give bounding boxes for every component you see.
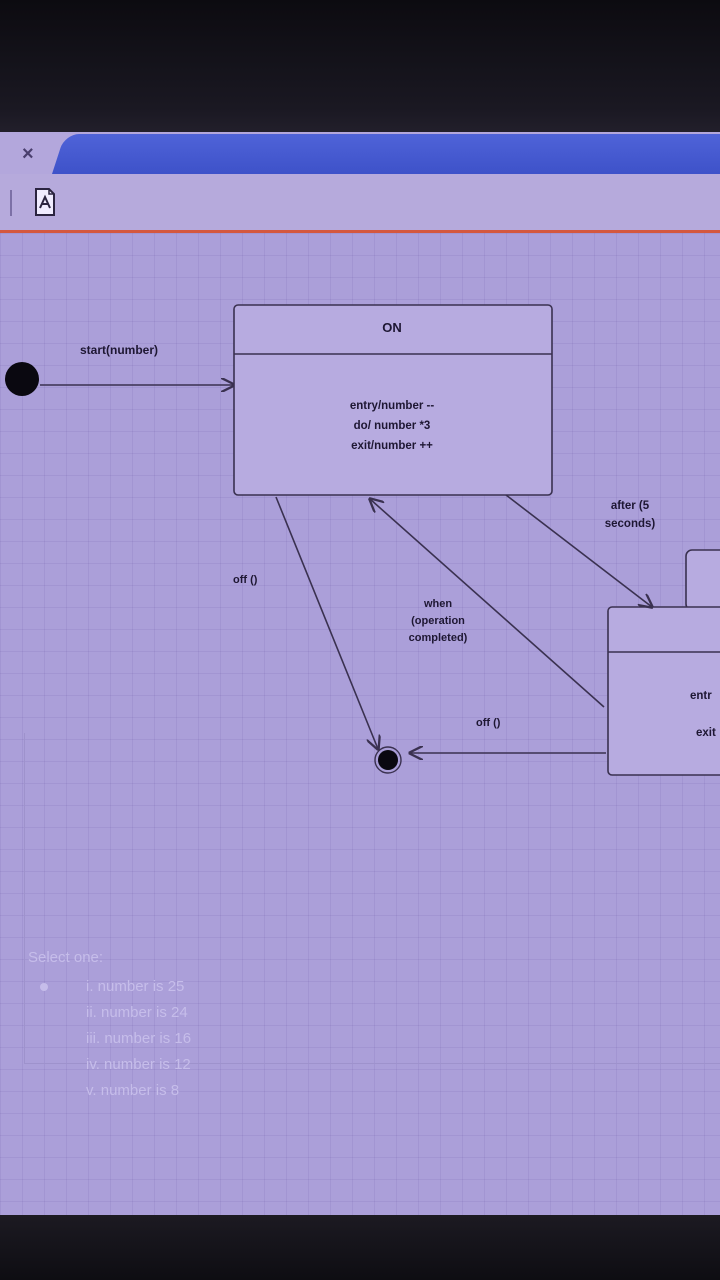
initial-state-node bbox=[5, 362, 39, 396]
answer-option-label: v. number is 8 bbox=[86, 1082, 180, 1099]
after-transition-label-line1: after (5 bbox=[611, 500, 650, 512]
radio-icon[interactable] bbox=[40, 1009, 48, 1017]
state-on-do-action: do/ number *3 bbox=[354, 420, 431, 432]
state-on-entry-action: entry/number -- bbox=[350, 400, 435, 412]
toolbar bbox=[0, 174, 720, 230]
radio-icon[interactable] bbox=[40, 1035, 48, 1043]
state-second-partial: entr exit bbox=[607, 549, 720, 776]
device-bezel-bottom bbox=[0, 1215, 720, 1280]
when-transition-arrow bbox=[370, 499, 605, 708]
when-transition-label-line2: (operation bbox=[411, 615, 465, 627]
state-second-exit-action: exit bbox=[696, 727, 716, 739]
question-card-border bbox=[24, 733, 720, 1064]
after-transition-arrow bbox=[505, 494, 652, 607]
device-bezel-top bbox=[0, 0, 720, 135]
toolbar-divider bbox=[0, 230, 720, 233]
when-transition-label-line1: when bbox=[423, 598, 452, 610]
radio-selected-icon[interactable] bbox=[40, 983, 48, 991]
answer-options: Select one: i. number is 25 ii. number i… bbox=[28, 949, 191, 1104]
off-bottom-transition-label: off () bbox=[476, 717, 501, 729]
radio-icon[interactable] bbox=[40, 1087, 48, 1095]
state-on: ON entry/number -- do/ number *3 exit/nu… bbox=[233, 304, 553, 496]
tab-bar: × bbox=[0, 132, 720, 174]
answer-option-label: i. number is 25 bbox=[86, 978, 185, 995]
off-transition-arrow bbox=[275, 496, 378, 749]
toolbar-separator bbox=[10, 190, 12, 216]
answer-option-4[interactable]: iv. number is 12 bbox=[28, 1052, 191, 1078]
answer-option-5[interactable]: v. number is 8 bbox=[28, 1078, 191, 1104]
after-transition-label-line2: seconds) bbox=[605, 518, 656, 530]
screen: × start(number) ON bbox=[0, 132, 720, 1217]
state-machine-diagram: start(number) ON entry/number -- do/ num… bbox=[5, 304, 720, 776]
active-tab[interactable] bbox=[52, 134, 720, 174]
start-transition-label: start(number) bbox=[80, 343, 158, 357]
question-content: start(number) ON entry/number -- do/ num… bbox=[0, 233, 720, 1217]
state-on-title: ON bbox=[382, 320, 402, 335]
state-second-entry-action: entr bbox=[690, 690, 712, 702]
close-icon[interactable]: × bbox=[22, 143, 34, 165]
select-one-prompt: Select one: bbox=[28, 949, 104, 966]
state-on-exit-action: exit/number ++ bbox=[351, 440, 433, 452]
answer-option-2[interactable]: ii. number is 24 bbox=[28, 1000, 191, 1026]
pdf-document-icon[interactable] bbox=[34, 188, 56, 216]
off-transition-label: off () bbox=[233, 574, 258, 586]
answer-option-label: ii. number is 24 bbox=[86, 1004, 188, 1021]
radio-icon[interactable] bbox=[40, 1061, 48, 1069]
final-state-node bbox=[374, 746, 402, 774]
when-transition-label-line3: completed) bbox=[409, 632, 468, 644]
answer-option-label: iv. number is 12 bbox=[86, 1056, 191, 1073]
answer-option-3[interactable]: iii. number is 16 bbox=[28, 1026, 191, 1052]
answer-option-1[interactable]: i. number is 25 bbox=[28, 974, 191, 1000]
answer-option-label: iii. number is 16 bbox=[86, 1030, 192, 1047]
